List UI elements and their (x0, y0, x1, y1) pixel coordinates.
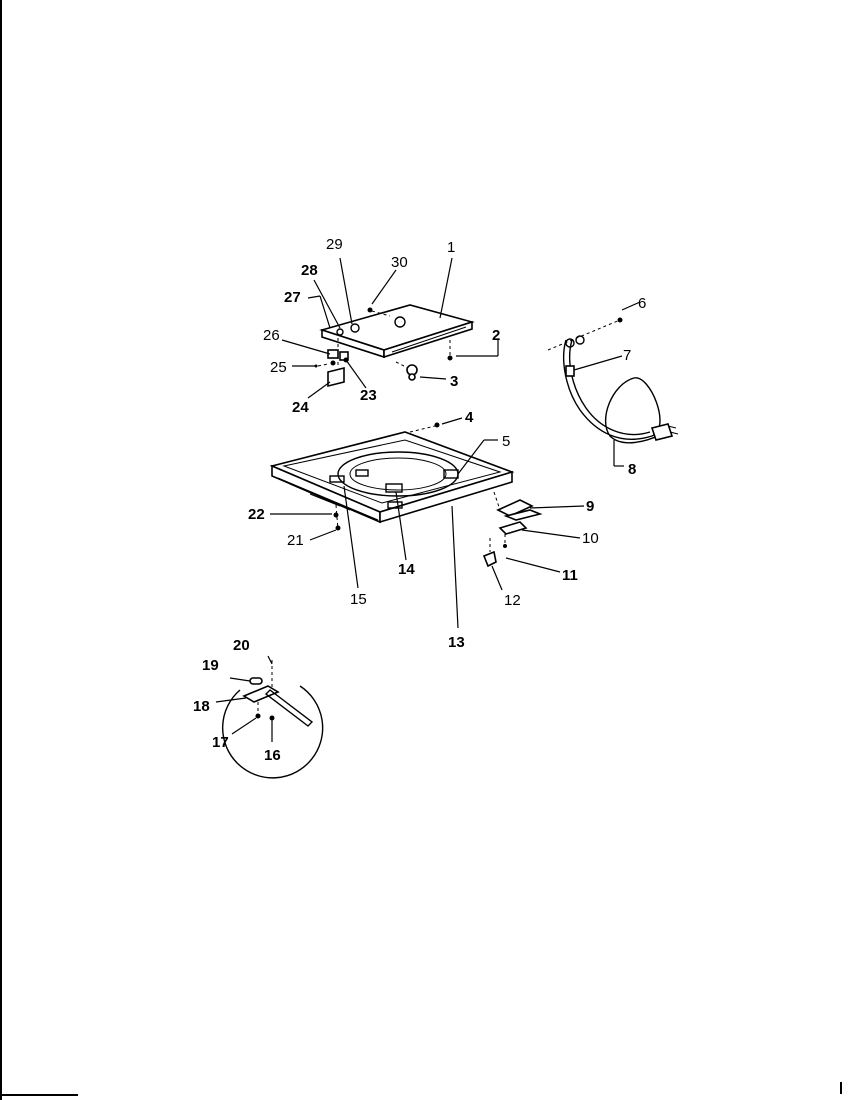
callout-8: 8 (628, 461, 636, 478)
bottom-right-tick (840, 1082, 842, 1094)
callout-12: 12 (504, 592, 521, 609)
switch-bracket (314, 338, 349, 388)
left-border (0, 0, 2, 1100)
hinge-assembly (493, 491, 543, 548)
screw-2 (447, 340, 453, 361)
callout-11: 11 (562, 567, 578, 584)
callout-19: 19 (202, 657, 219, 674)
callout-10: 10 (582, 530, 599, 547)
callout-27: 27 (284, 289, 301, 306)
callout-4: 4 (465, 409, 474, 426)
callout-28: 28 (301, 262, 318, 279)
callout-30: 30 (391, 254, 408, 271)
callout-15: 15 (350, 591, 367, 608)
callout-3: 3 (450, 373, 458, 390)
leader-lines (215, 257, 641, 742)
callout-9: 9 (586, 498, 594, 515)
callout-24: 24 (292, 399, 309, 416)
callout-14: 14 (398, 561, 415, 578)
callout-25: 25 (270, 359, 287, 376)
control-panel-cover (319, 304, 475, 359)
fasteners-21-22 (333, 504, 341, 531)
knob-3 (395, 361, 418, 381)
detail-inset (222, 660, 324, 779)
callout-6: 6 (638, 295, 646, 312)
callout-26: 26 (263, 327, 280, 344)
callout-13: 13 (448, 634, 465, 651)
top-panel (269, 431, 515, 524)
bottom-rule (0, 1094, 78, 1096)
callout-16: 16 (264, 747, 281, 764)
callout-1: 1 (447, 239, 455, 256)
clip-12 (482, 538, 497, 568)
callout-20: 20 (233, 637, 250, 654)
callout-2: 2 (492, 327, 500, 344)
power-cord (547, 317, 679, 444)
callout-17: 17 (212, 734, 229, 751)
callout-22: 22 (248, 506, 265, 523)
screw-30 (367, 307, 391, 317)
screw-4 (409, 422, 440, 433)
callout-29: 29 (326, 236, 343, 253)
callout-21: 21 (287, 532, 304, 549)
callout-18: 18 (193, 698, 210, 715)
callout-labels: 1 2 3 4 5 6 7 8 9 10 11 12 13 14 15 16 1… (193, 236, 646, 764)
callout-7: 7 (623, 347, 631, 364)
callout-23: 23 (360, 387, 377, 404)
callout-5: 5 (502, 433, 510, 450)
